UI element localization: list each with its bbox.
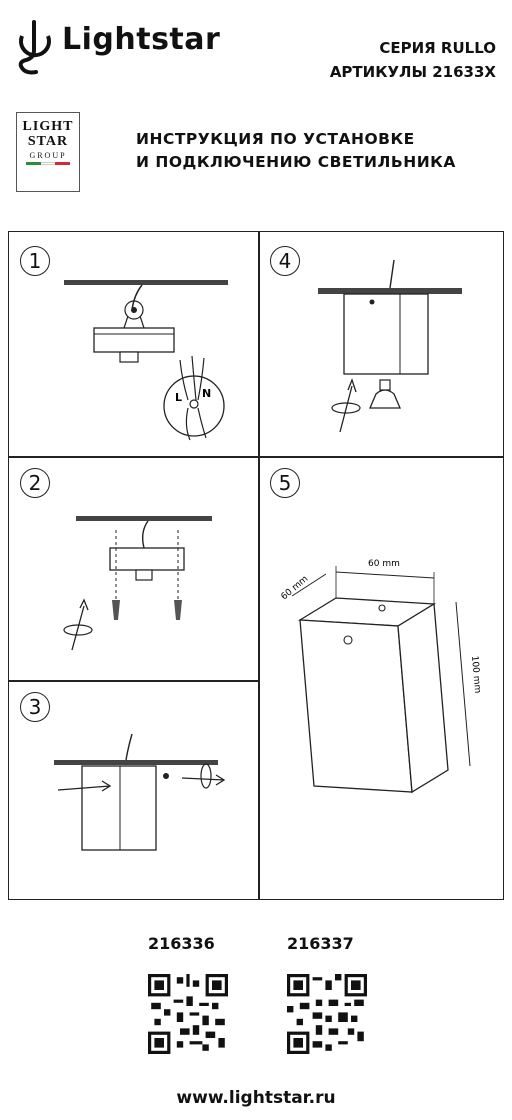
grid-divider-h3 xyxy=(258,456,504,458)
lightstar-group-logo: LIGHT STAR GROUP xyxy=(16,112,80,192)
screw-direction-arrow-icon xyxy=(71,598,89,651)
ceiling-icon xyxy=(64,280,228,285)
ceiling-icon xyxy=(318,288,462,294)
step-2-mounting-illustration xyxy=(63,516,212,651)
screw-icon xyxy=(369,299,375,305)
product-code-2: 216337 xyxy=(287,934,354,953)
step-number-2: 2 xyxy=(20,468,50,498)
step-number-3: 3 xyxy=(20,692,50,722)
terminal-neutral-label: N xyxy=(202,387,211,400)
italian-flag-icon xyxy=(26,162,71,165)
mounting-plate-icon xyxy=(93,327,175,353)
insert-direction-arrow-icon xyxy=(339,378,357,433)
step-number-1: 1 xyxy=(20,246,50,276)
grid-divider-h2 xyxy=(8,680,258,682)
luminaire-body-icon xyxy=(343,293,429,375)
rotate-arrow-icon xyxy=(63,624,93,636)
mounting-plate-icon xyxy=(109,547,185,571)
step-4-lamp-illustration xyxy=(318,259,462,433)
headline-line-2: И ПОДКЛЮЧЕНИЮ СВЕТИЛЬНИКА xyxy=(136,153,456,171)
ceiling-icon xyxy=(54,760,218,765)
luminaire-body-icon xyxy=(81,765,157,851)
luminaire-dimension-drawing xyxy=(297,597,449,794)
dimension-height-label: 100 mm xyxy=(469,655,482,693)
rotate-arrow-icon xyxy=(331,402,361,414)
grid-divider-vertical xyxy=(258,231,260,900)
dowel-icon xyxy=(112,600,120,620)
series-label: СЕРИЯ RULLO xyxy=(379,39,496,57)
step-5-dimensions-illustration: 60 mm 60 mm 100 mm xyxy=(280,559,482,794)
push-arrow-icon xyxy=(57,780,112,792)
series-info: СЕРИЯ RULLO АРТИКУЛЫ 21633X xyxy=(330,36,496,84)
step-number-4: 4 xyxy=(270,246,300,276)
dimension-width-label: 60 mm xyxy=(368,559,400,569)
website-url[interactable]: www.lightstar.ru xyxy=(176,1088,336,1108)
dowel-icon xyxy=(174,600,182,620)
terminal-block-icon xyxy=(163,355,225,441)
logo-line-light: LIGHT xyxy=(22,119,74,134)
ceiling-icon xyxy=(76,516,212,521)
articles-label: АРТИКУЛЫ 21633X xyxy=(329,63,496,81)
terminal-live-label: L xyxy=(175,391,182,404)
product-code-1: 216336 xyxy=(148,934,215,953)
screw-icon xyxy=(163,773,169,779)
step-3-fixing-illustration xyxy=(54,733,226,851)
grid-divider-h1 xyxy=(8,456,258,458)
instruction-headline: ИНСТРУКЦИЯ ПО УСТАНОВКЕ И ПОДКЛЮЧЕНИЮ СВ… xyxy=(136,128,456,174)
logo-line-star: STAR xyxy=(27,134,69,149)
push-arrow-icon xyxy=(181,774,226,786)
step-1-wiring-illustration: L N xyxy=(64,280,228,441)
dimension-depth-label: 60 mm xyxy=(280,574,311,602)
qr-code-icon xyxy=(287,974,367,1054)
rotate-arrow-icon xyxy=(200,763,212,789)
qr-code-icon xyxy=(148,974,228,1054)
instruction-grid xyxy=(8,231,504,900)
step-number-5: 5 xyxy=(270,468,300,498)
headline-line-1: ИНСТРУКЦИЯ ПО УСТАНОВКЕ xyxy=(136,130,415,148)
gu10-lamp-icon xyxy=(369,389,401,409)
lightstar-logo-icon xyxy=(18,20,51,75)
brand-name: Lightstar xyxy=(62,22,221,57)
logo-line-group: GROUP xyxy=(29,151,67,160)
